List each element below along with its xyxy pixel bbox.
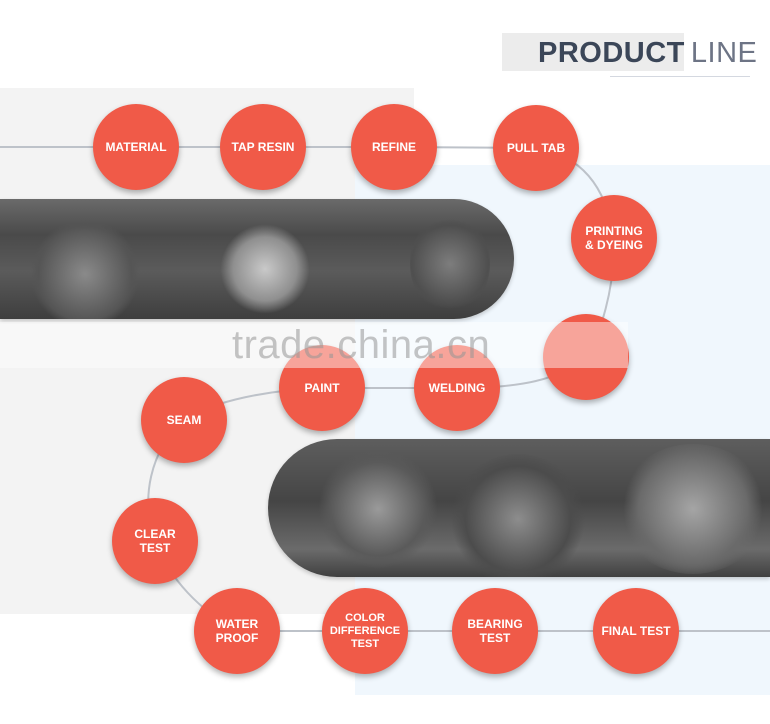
step-refine: REFINE — [351, 104, 437, 190]
header-underline — [610, 76, 750, 77]
step-final-test: FINAL TEST — [593, 588, 679, 674]
photo-figure-workers — [448, 454, 588, 577]
page-title-light: LINE — [690, 37, 758, 69]
step-clear-test: CLEAR TEST — [112, 498, 198, 584]
photo-cartons — [618, 444, 768, 574]
step-printing-dyeing: PRINTING & DYEING — [571, 195, 657, 281]
step-pull-tab: PULL TAB — [493, 105, 579, 191]
step-bearing-test: BEARING TEST — [452, 588, 538, 674]
step-welding: WELDING — [414, 345, 500, 431]
watermark-text: trade.china.cn — [232, 323, 491, 367]
step-water-proof: WATER PROOF — [194, 588, 280, 674]
step-paint: PAINT — [279, 345, 365, 431]
step-tap-resin: TAP RESIN — [220, 104, 306, 190]
header-box — [502, 33, 684, 71]
factory-photo-workers-at-machines — [0, 199, 514, 319]
step-hidden — [543, 314, 629, 400]
photo-figure-worker-2 — [410, 214, 490, 314]
page-title-strong: PRODUCT — [538, 37, 685, 69]
factory-photo-ultrasonic-welding — [268, 439, 770, 577]
step-seam: SEAM — [141, 377, 227, 463]
photo-welding-machine — [318, 449, 438, 569]
photo-machine — [220, 224, 310, 314]
photo-figure-worker — [30, 219, 140, 319]
step-color-difference-test: COLOR DIFFERENCE TEST — [322, 588, 408, 674]
step-material: MATERIAL — [93, 104, 179, 190]
watermark-band — [0, 322, 628, 368]
